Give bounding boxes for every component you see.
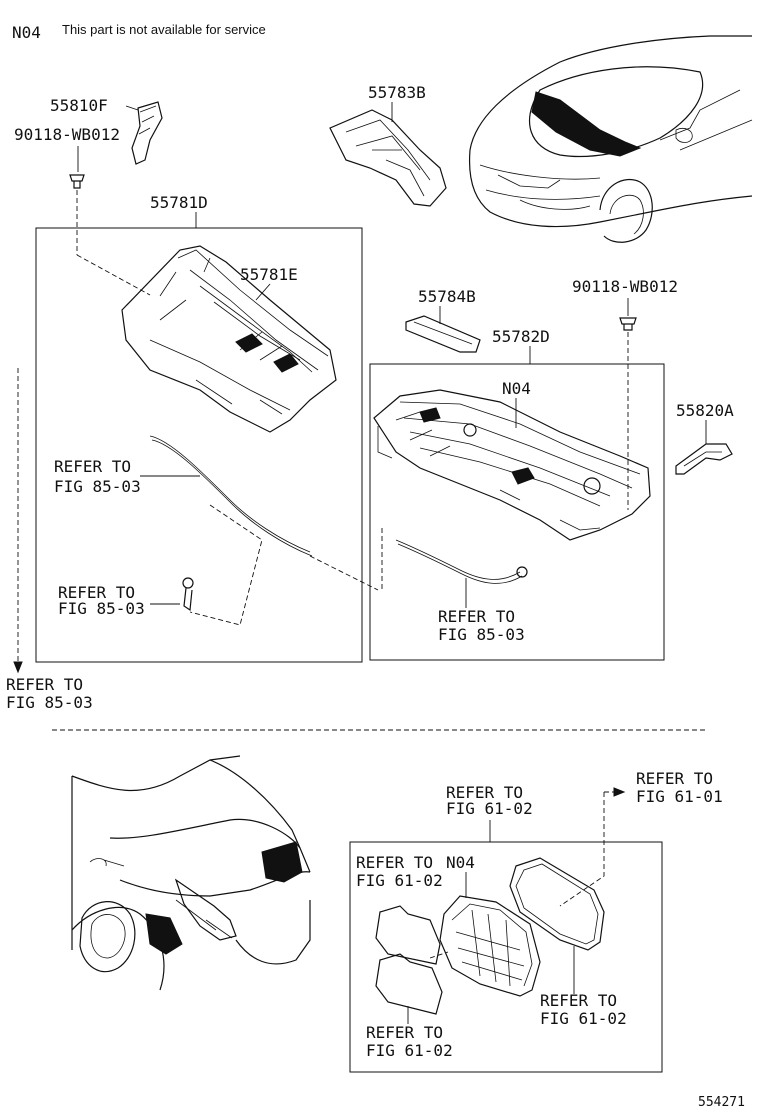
refer-to-9[interactable]: REFER TO bbox=[366, 1023, 443, 1042]
fig-85-03-4[interactable]: FIG 85-03 bbox=[438, 625, 525, 644]
sealing-frame bbox=[509, 857, 605, 951]
refer-to-6[interactable]: REFER TO bbox=[636, 769, 713, 788]
refer-to-4[interactable]: REFER TO bbox=[438, 607, 515, 626]
fig-61-01[interactable]: FIG 61-01 bbox=[636, 787, 723, 806]
fig-85-03-2[interactable]: FIG 85-03 bbox=[58, 599, 145, 618]
callout-n04-top[interactable]: N04 bbox=[502, 379, 531, 398]
fig-85-03-1[interactable]: FIG 85-03 bbox=[54, 477, 141, 496]
refer-to-5[interactable]: REFER TO bbox=[446, 783, 523, 802]
refer-to-2[interactable]: REFER TO bbox=[58, 583, 135, 602]
clip-fastener-left bbox=[69, 174, 85, 189]
callout-55781E[interactable]: 55781E bbox=[240, 265, 298, 284]
washer-nozzle-left bbox=[182, 577, 194, 612]
refer-to-1[interactable]: REFER TO bbox=[54, 457, 131, 476]
fig-61-02-left[interactable]: FIG 61-02 bbox=[356, 871, 443, 890]
refer-to-8[interactable]: REFER TO bbox=[540, 991, 617, 1010]
part-55820A-shape bbox=[675, 443, 733, 475]
part-55784B-shape bbox=[405, 315, 481, 353]
callout-n04-bottom[interactable]: N04 bbox=[446, 853, 475, 872]
sound-pad-upper bbox=[375, 905, 441, 965]
group-box-55782D bbox=[369, 363, 665, 661]
car-rear-illustration bbox=[71, 755, 311, 991]
car-front-illustration bbox=[468, 35, 753, 243]
group-box-bottom bbox=[349, 841, 663, 1073]
refer-to-3[interactable]: REFER TO bbox=[6, 675, 83, 694]
cowl-panel-right bbox=[373, 389, 651, 541]
callout-55783B[interactable]: 55783B bbox=[368, 83, 426, 102]
clip-fastener-right bbox=[619, 317, 637, 331]
callout-55820A[interactable]: 55820A bbox=[676, 401, 734, 420]
header-code: N04 bbox=[12, 23, 41, 42]
refer-to-7[interactable]: REFER TO bbox=[356, 853, 433, 872]
callout-55782D[interactable]: 55782D bbox=[492, 327, 550, 346]
fig-85-03-3[interactable]: FIG 85-03 bbox=[6, 693, 93, 712]
sound-pad-lower bbox=[375, 953, 443, 1015]
callout-90118-right[interactable]: 90118-WB012 bbox=[572, 277, 678, 296]
fig-61-02-right[interactable]: FIG 61-02 bbox=[540, 1009, 627, 1028]
callout-55784B[interactable]: 55784B bbox=[418, 287, 476, 306]
header-note: This part is not available for service bbox=[62, 22, 266, 37]
fig-61-02-bottom[interactable]: FIG 61-02 bbox=[366, 1041, 453, 1060]
part-55810F-shape bbox=[131, 101, 163, 165]
callout-90118-left[interactable]: 90118-WB012 bbox=[14, 125, 120, 144]
service-hole-cover bbox=[429, 895, 541, 997]
diagram-number: 554271 bbox=[698, 1095, 745, 1110]
part-55783B-shape bbox=[329, 109, 447, 207]
group-box-55781D bbox=[35, 227, 363, 663]
callout-55810F[interactable]: 55810F bbox=[50, 96, 108, 115]
cowl-top-panel-left bbox=[121, 245, 337, 433]
callout-55781D[interactable]: 55781D bbox=[150, 193, 208, 212]
fig-61-02-top[interactable]: FIG 61-02 bbox=[446, 799, 533, 818]
